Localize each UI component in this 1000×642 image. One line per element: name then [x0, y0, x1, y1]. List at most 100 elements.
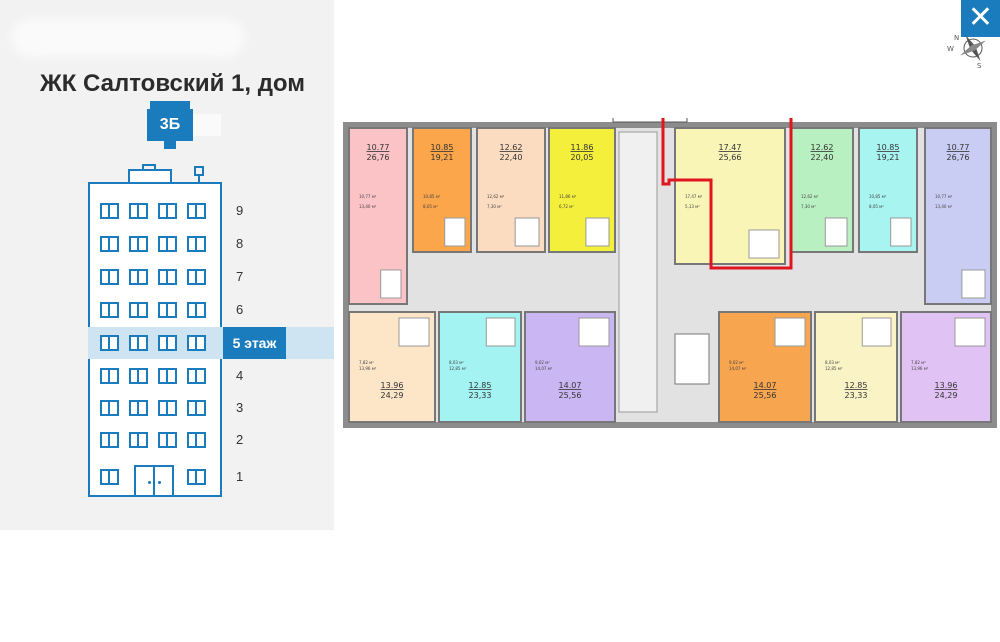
room-area-label: 5,13 м²	[685, 204, 700, 209]
floor-7-row[interactable]: 7	[88, 261, 334, 293]
window-icon	[187, 236, 206, 252]
apartment-living-area: 12.62	[811, 143, 834, 152]
window-icon	[100, 335, 119, 351]
bathroom	[585, 217, 610, 247]
apartment-total-area: 25,56	[754, 391, 777, 400]
apartment-total-area: 23,33	[469, 391, 492, 400]
apartment-total-area: 24,29	[935, 391, 958, 400]
apartment-living-area: 14.07	[754, 381, 777, 390]
complex-title: ЖК Салтовский 1, дом	[40, 70, 306, 97]
bathroom	[824, 217, 848, 247]
window-icon	[129, 432, 148, 448]
floor-4-row[interactable]: 4	[88, 360, 334, 392]
apartment-living-area: 14.07	[559, 381, 582, 390]
window-icon	[100, 302, 119, 318]
room-area-label: 13,96 м²	[911, 366, 929, 371]
window-icon	[129, 400, 148, 416]
window-icon	[100, 236, 119, 252]
floor-number: 3	[236, 400, 244, 415]
bathroom	[961, 269, 986, 299]
floor-number: 2	[236, 432, 244, 447]
floor-8-row[interactable]: 8	[88, 228, 334, 260]
window-icon	[100, 400, 119, 416]
compass-north: N	[954, 34, 959, 42]
room-area-label: 10,77 м²	[935, 194, 953, 199]
bathroom	[444, 217, 466, 247]
compass-icon: N S W	[947, 34, 986, 70]
apartment-living-area: 10.85	[877, 143, 900, 152]
floor-3-row[interactable]: 3	[88, 392, 334, 424]
room-area-label: 8,03 м²	[449, 360, 464, 365]
floor-number: 7	[236, 269, 244, 284]
room-area-label: 12,62 м²	[801, 194, 819, 199]
room-area-label: 13,96 м²	[359, 366, 377, 371]
apartment-living-area: 17.47	[719, 143, 742, 152]
room-area-label: 10,85 м²	[423, 194, 441, 199]
apartment-living-area: 12.85	[845, 381, 868, 390]
bathroom	[578, 317, 610, 347]
window-icon	[129, 269, 148, 285]
floor-9-row[interactable]: 9	[88, 195, 334, 227]
room-area-label: 10,77 м²	[359, 194, 377, 199]
apartment-total-area: 26,76	[947, 153, 970, 162]
floor-number: 4	[236, 368, 244, 383]
window-icon	[129, 236, 148, 252]
entrance-door-icon	[134, 465, 174, 497]
room-area-label: 7,30 м²	[487, 204, 502, 209]
bathroom	[398, 317, 430, 347]
room-area-label: 8,03 м²	[825, 360, 840, 365]
apartment-total-area: 24,29	[381, 391, 404, 400]
floor-number: 6	[236, 302, 244, 317]
window-icon	[158, 432, 177, 448]
floor-5-row[interactable]: 5 этаж	[88, 327, 334, 359]
room-area-label: 7,30 м²	[801, 204, 816, 209]
room-area-label: 8,05 м²	[869, 204, 884, 209]
bathroom	[774, 317, 806, 347]
bathroom	[954, 317, 986, 347]
window-icon	[129, 302, 148, 318]
apartment-total-area: 19,21	[431, 153, 454, 162]
window-icon	[100, 469, 119, 485]
apartment-total-area: 19,21	[877, 153, 900, 162]
room-area-label: 9,02 м²	[535, 360, 550, 365]
room-area-label: 10,85 м²	[869, 194, 887, 199]
bathroom	[890, 217, 912, 247]
apartment-a6[interactable]	[790, 127, 854, 253]
apartment-total-area: 22,40	[500, 153, 523, 162]
balcony	[612, 118, 688, 123]
floor-6-row[interactable]: 6	[88, 294, 334, 326]
window-icon	[158, 368, 177, 384]
room-area-label: 9,02 м²	[729, 360, 744, 365]
window-icon	[129, 335, 148, 351]
window-icon	[129, 368, 148, 384]
window-icon	[158, 400, 177, 416]
room-area-label: 12,85 м²	[825, 366, 843, 371]
window-icon	[187, 469, 206, 485]
window-icon	[100, 203, 119, 219]
selected-apartment-outline	[661, 118, 793, 270]
apartment-living-area: 11.86	[571, 143, 594, 152]
room-area-label: 12,85 м²	[449, 366, 467, 371]
close-button[interactable]: ✕	[961, 0, 1000, 37]
room-area-label: 11,86 м²	[559, 194, 577, 199]
window-icon	[158, 302, 177, 318]
bathroom	[380, 269, 402, 299]
apartment-total-area: 22,40	[811, 153, 834, 162]
floor-1-row[interactable]: 1	[88, 461, 334, 493]
apartment-total-area: 23,33	[845, 391, 868, 400]
apartment-living-area: 13.96	[381, 381, 404, 390]
window-icon	[187, 368, 206, 384]
window-icon	[100, 432, 119, 448]
blurred-header	[18, 25, 238, 51]
active-floor-label: 5 этаж	[223, 327, 286, 359]
room-area-label: 14,07 м²	[729, 366, 747, 371]
bathroom	[861, 317, 892, 347]
floor-2-row[interactable]: 2	[88, 424, 334, 456]
window-icon	[187, 203, 206, 219]
room-area-label: 7,82 м²	[359, 360, 374, 365]
bathroom	[485, 317, 516, 347]
window-icon	[100, 269, 119, 285]
window-icon	[187, 400, 206, 416]
